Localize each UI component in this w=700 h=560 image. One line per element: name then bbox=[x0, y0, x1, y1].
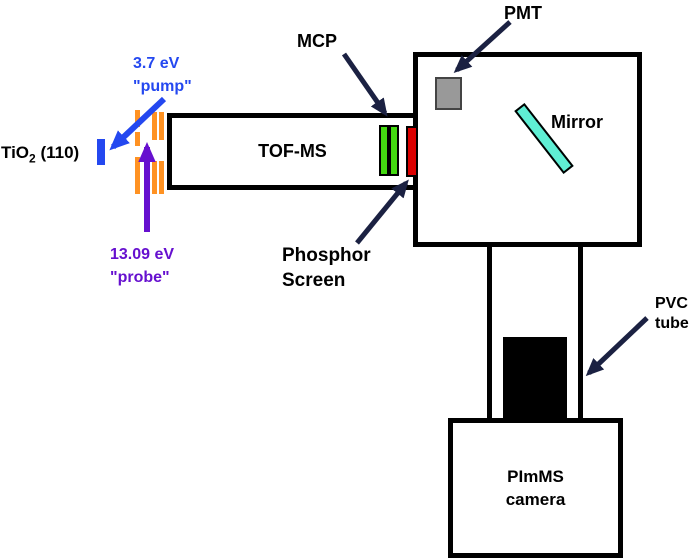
pump-laser-label: 3.7 eV "pump" bbox=[133, 52, 192, 98]
probe-laser-label: 13.09 eV "probe" bbox=[110, 243, 174, 289]
phosphor-label-line1: Phosphor bbox=[282, 245, 371, 266]
probe-energy-text: 13.09 eV bbox=[110, 246, 175, 263]
phosphor-screen-label: Phosphor Screen bbox=[282, 243, 371, 293]
pvc-tube-wall-left bbox=[487, 247, 492, 418]
electrode-bar bbox=[159, 161, 164, 194]
mcp-plate bbox=[389, 125, 399, 176]
sample-label-prefix: TiO bbox=[1, 143, 30, 162]
phosphor-label-line2: Screen bbox=[282, 270, 346, 291]
electrode-bar bbox=[135, 110, 140, 127]
pvc-label-line2: tube bbox=[655, 315, 689, 332]
mcp-arrow bbox=[341, 52, 388, 117]
electrode-bar bbox=[152, 161, 157, 194]
camera-lens-block bbox=[503, 337, 567, 418]
probe-name-text: "probe" bbox=[110, 269, 170, 286]
electrode-bar bbox=[159, 112, 164, 140]
camera-label-line2: camera bbox=[505, 490, 566, 509]
sample-label-suffix: (110) bbox=[35, 143, 80, 162]
mirror-label: Mirror bbox=[551, 112, 604, 132]
electrode-bar bbox=[152, 112, 157, 140]
pvc-tube-label: PVC tube bbox=[655, 294, 689, 334]
pvc-label-line1: PVC bbox=[655, 295, 688, 312]
pump-energy-text: 3.7 eV bbox=[133, 55, 180, 72]
camera-label-line1: PImMS bbox=[507, 467, 564, 486]
pvc-tube-wall-right bbox=[578, 247, 583, 418]
phosphor-screen-bar bbox=[406, 126, 418, 177]
mcp-plate bbox=[379, 125, 389, 176]
tio2-sample-label: TiO2 (110) bbox=[1, 140, 79, 171]
pimms-camera-box: PImMS camera bbox=[448, 418, 623, 558]
tof-ms-label: TOF-MS bbox=[258, 141, 327, 161]
sample-label-subscript: 2 bbox=[29, 151, 36, 166]
pmt-label: PMT bbox=[504, 3, 542, 23]
tio2-sample-bar bbox=[97, 139, 105, 165]
electrode-bar bbox=[135, 157, 140, 194]
pump-name-text: "pump" bbox=[133, 78, 192, 95]
electrode-bar bbox=[135, 132, 140, 146]
pvc-arrow bbox=[585, 316, 649, 377]
pmt-box bbox=[435, 77, 462, 110]
phosphor-arrow bbox=[355, 179, 409, 245]
tof-ms-tube: TOF-MS bbox=[167, 113, 413, 190]
mcp-plates bbox=[379, 125, 399, 176]
mcp-label: MCP bbox=[297, 31, 337, 51]
